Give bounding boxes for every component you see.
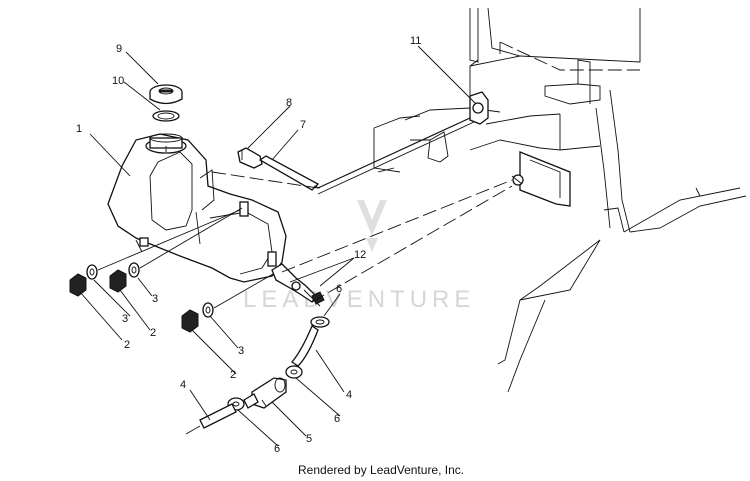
mounting-bolt-lines [97,207,281,309]
frame-chassis [373,7,747,393]
callout-6-lower: 6 [274,443,280,455]
fuel-cap [149,84,183,105]
hose-clamp-upper [310,316,330,328]
callout-2-middle: 2 [150,327,156,339]
washer-lower [202,302,214,318]
callout-5: 5 [306,433,312,445]
callout-3-lower: 3 [238,345,244,357]
callout-2-lower: 2 [230,369,236,381]
fuel-hose-upper [291,325,319,367]
callout-10: 10 [112,75,124,87]
callout-12: 12 [354,249,366,261]
callout-8: 8 [286,97,292,109]
hex-nut-middle [109,269,127,293]
callouts: 1 2 2 2 3 3 3 4 4 5 6 6 6 7 8 9 10 11 12 [76,35,421,455]
fuel-hose-lower [185,403,237,435]
watermark-logo-icon [357,200,387,252]
tank-strap-bracket [410,91,489,163]
callout-6-upper: 6 [336,283,342,295]
washer-middle [128,262,140,278]
callout-7: 7 [300,119,306,131]
callout-11: 11 [410,35,421,47]
callout-4-lower: 4 [180,379,186,391]
fuel-line-connectors [281,179,513,303]
footer-credit: Rendered by LeadVenture, Inc. [298,463,464,477]
callout-6-middle: 6 [334,413,340,425]
mounting-bracket [511,151,571,207]
vent-fitting [237,147,263,169]
hose-clamp-middle [285,365,303,379]
callout-2-left: 2 [124,339,130,351]
callout-1: 1 [76,123,82,135]
watermark: LEADVENTURE [243,200,475,313]
vent-rod [211,117,475,195]
vent-tube [258,155,321,191]
hex-nut-left [69,273,87,297]
fuel-filter [243,377,287,409]
callout-9: 9 [116,43,122,55]
callout-3-left: 3 [122,313,128,325]
callout-4-upper: 4 [346,389,352,401]
cap-gasket [152,110,180,122]
hex-nut-lower [181,309,199,333]
fuel-tank [107,133,287,283]
leader-lines [79,45,477,447]
watermark-text: LEADVENTURE [243,286,475,313]
callout-3-middle: 3 [152,293,158,305]
washer-left [86,264,98,280]
